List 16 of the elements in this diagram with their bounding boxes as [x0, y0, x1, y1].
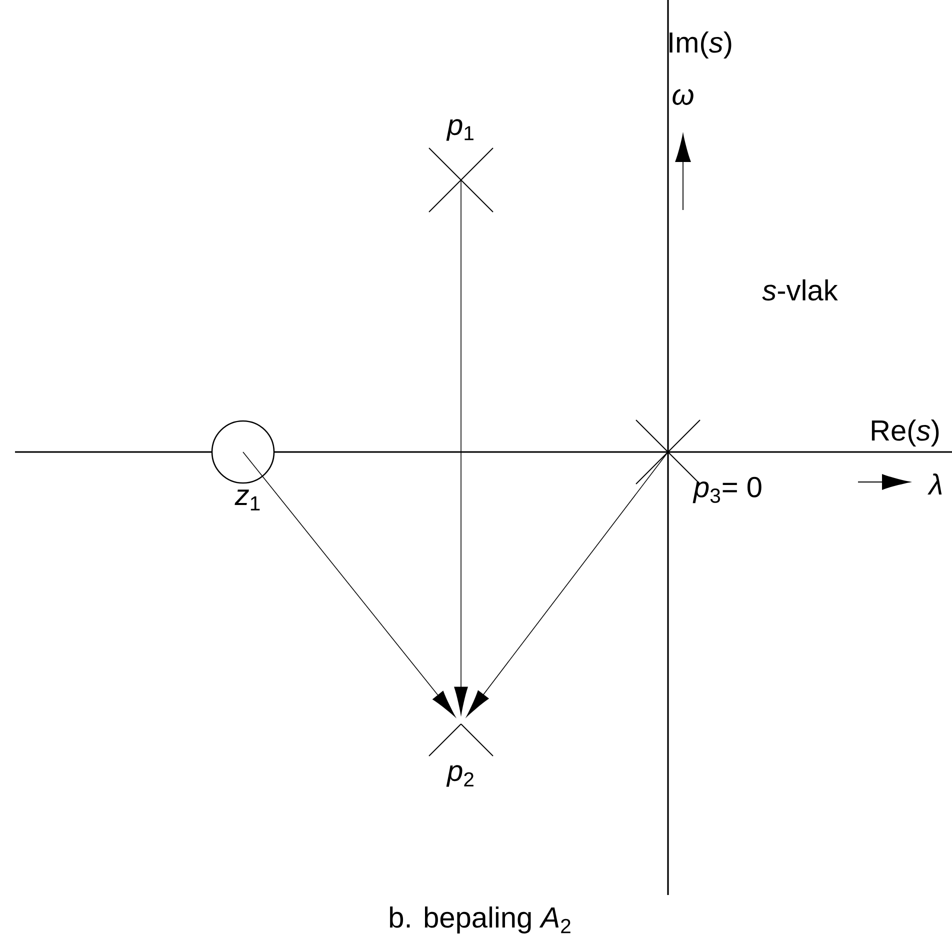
- point-label: p$_{2}$: [446, 765, 474, 787]
- axis-label: s-vlak: [762, 279, 838, 301]
- arrow: [242, 452, 456, 717]
- point-label: p$_{1}$: [446, 119, 474, 141]
- zero-circle: [211, 420, 275, 484]
- pole-cross: [428, 148, 494, 212]
- axis-label: Re(s): [872, 419, 939, 446]
- point-label: p$_{3}$= 0: [692, 476, 762, 504]
- axis-label: Im(s): [670, 31, 732, 58]
- axis-label: λ: [928, 473, 942, 494]
- arrow: [466, 452, 668, 717]
- caption: b. bepaling A$_{2}$: [390, 906, 570, 934]
- axis-label: ω: [672, 89, 694, 105]
- arrow: [454, 180, 468, 715]
- point-label: z$_{1}$: [234, 490, 260, 510]
- pole-cross: [428, 724, 494, 756]
